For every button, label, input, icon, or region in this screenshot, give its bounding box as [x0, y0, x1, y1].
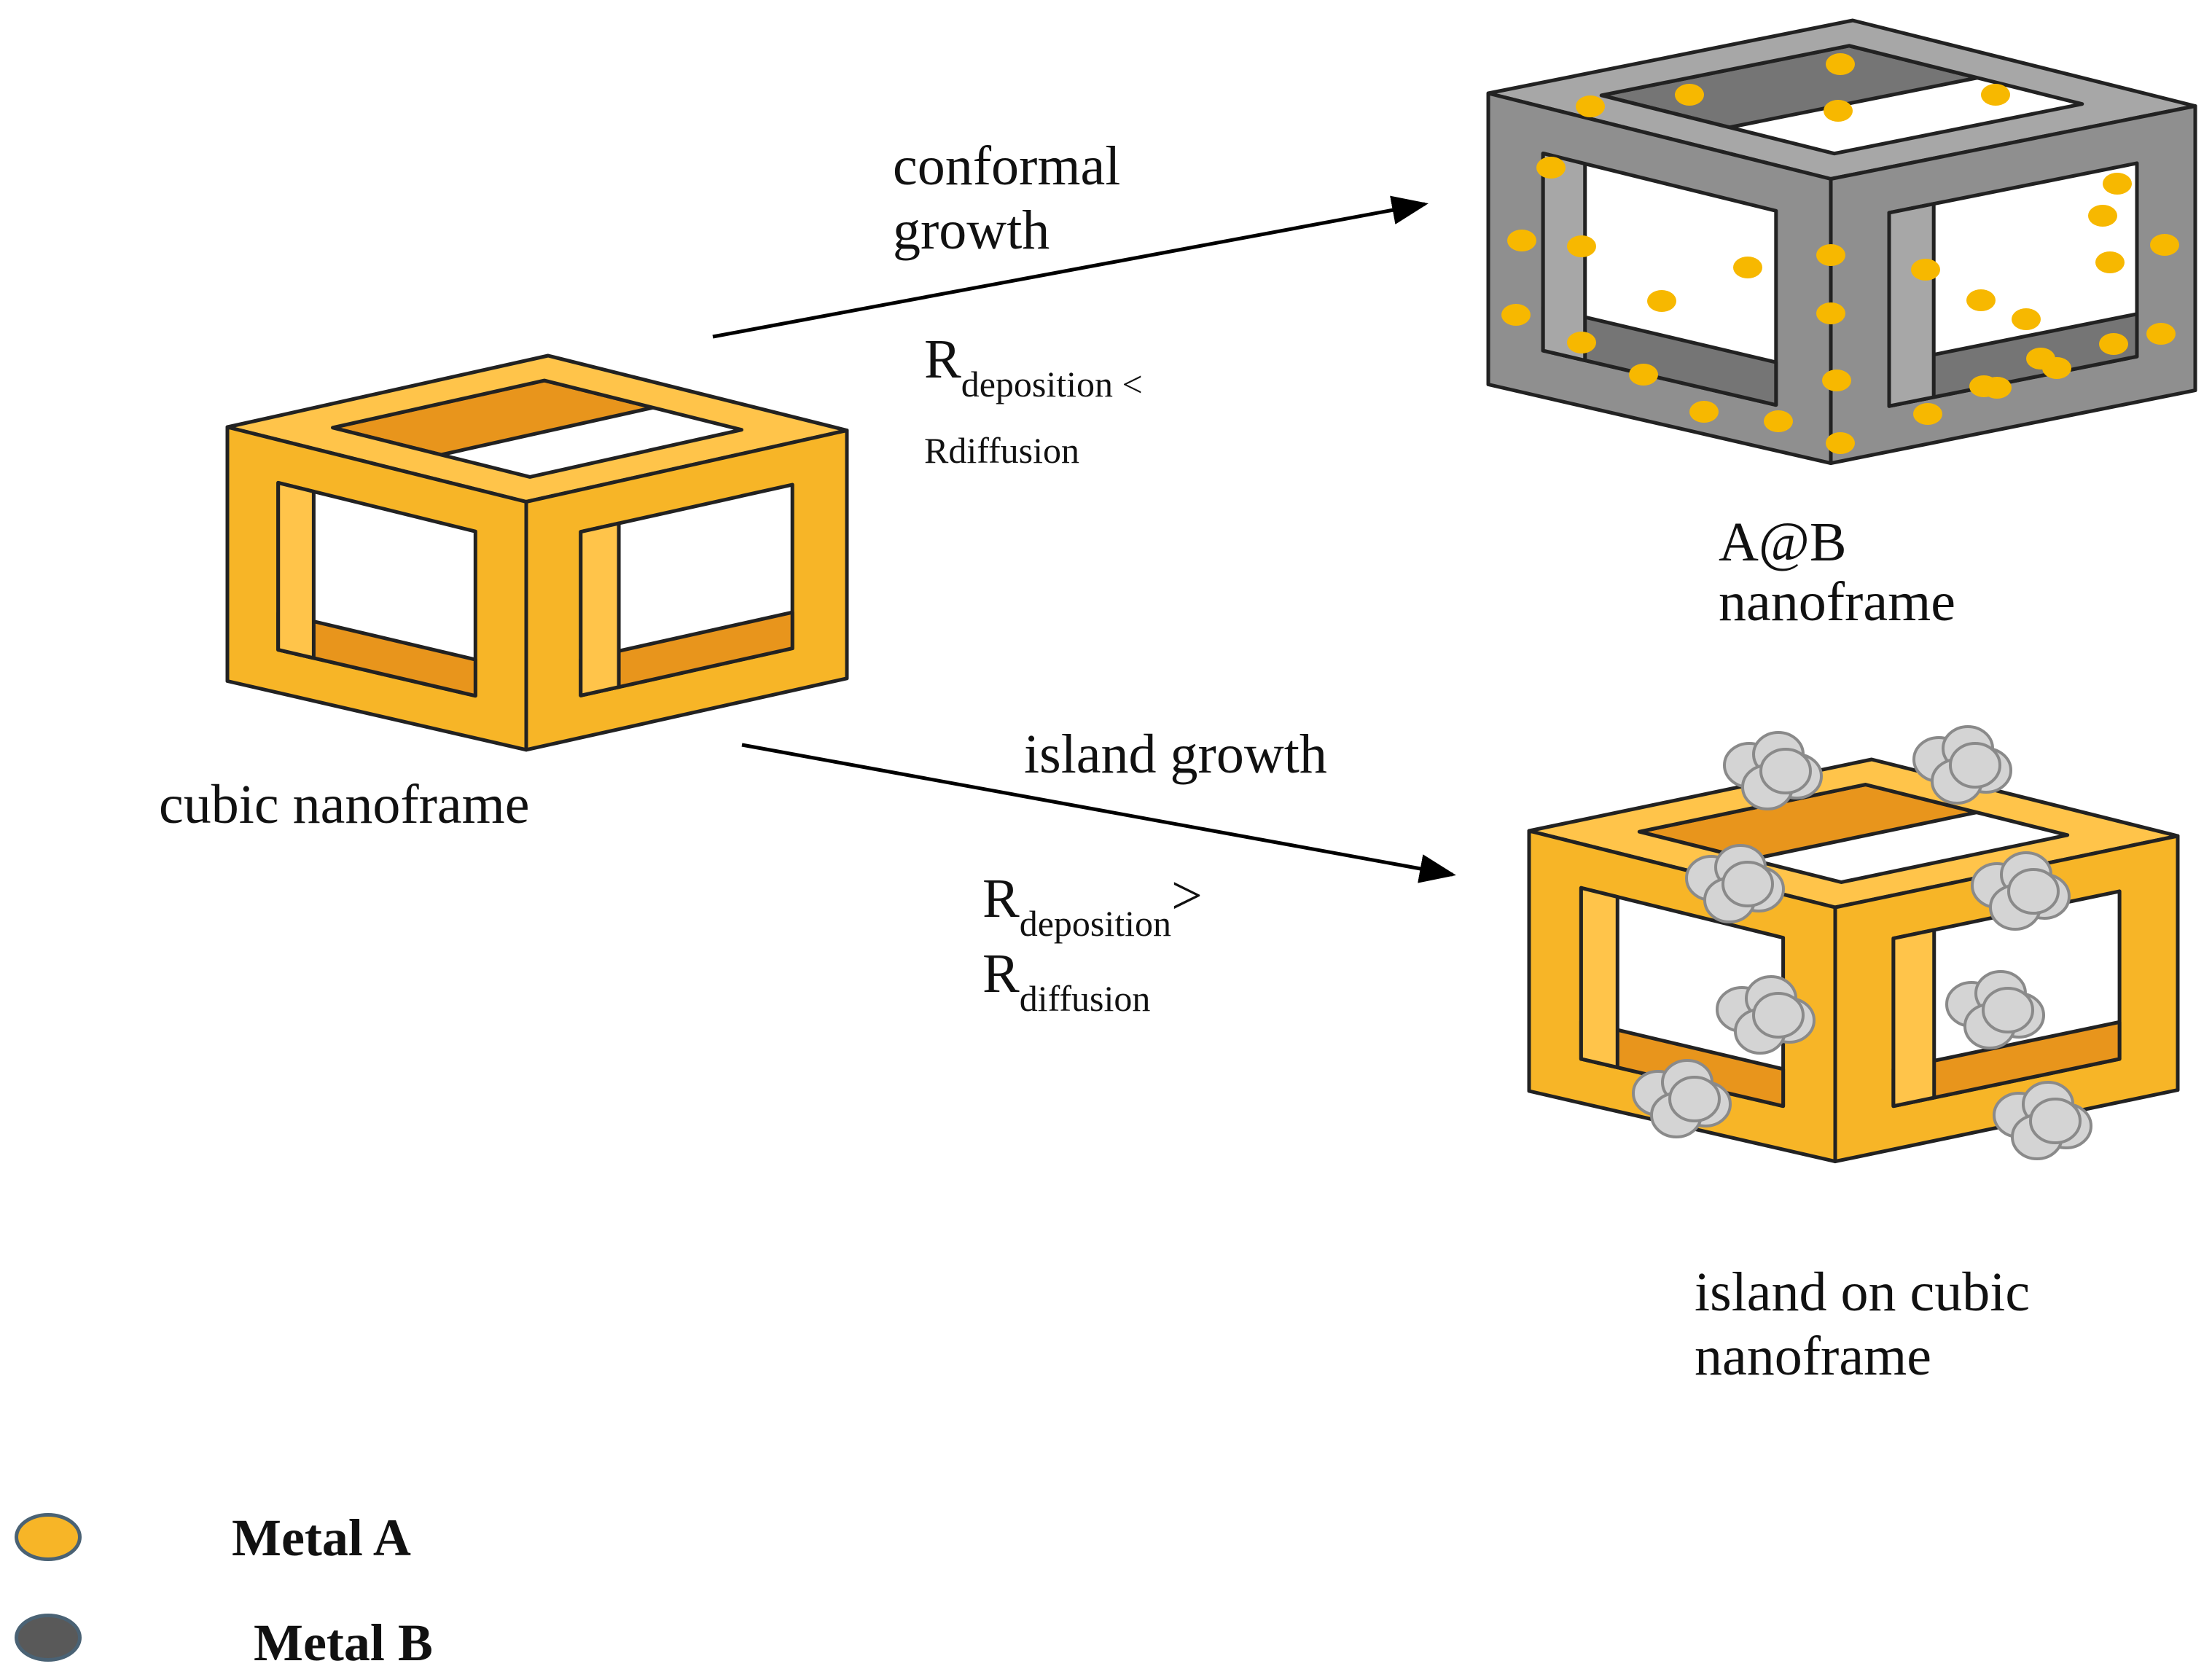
metal-b-island-particle: [2007, 868, 2060, 915]
metal-a-dot: [1567, 332, 1596, 353]
metal-b-island-particle: [2029, 1098, 2082, 1144]
conformal-growth-arrow: [712, 195, 1429, 339]
island-nanoframe-label-line2: nanoframe: [1695, 1326, 1931, 1387]
cubic-nanoframe-cube: [225, 353, 849, 752]
island-nanoframe-cube: [1527, 757, 2180, 1164]
metal-a-dot: [1536, 157, 1566, 179]
metal-a-dot: [1913, 403, 1942, 425]
metal-a-dot: [2099, 333, 2128, 355]
inner-post-bar: [579, 521, 621, 697]
metal-a-dot: [1501, 304, 1531, 326]
metal-b-islands: [1632, 725, 2092, 1160]
metal-a-dot: [1816, 244, 1845, 266]
metal-a-dot: [1675, 84, 1704, 106]
metal-b-island-particle: [1752, 992, 1805, 1039]
metal-a-dot: [1689, 401, 1719, 423]
rate-r-symbol: R: [982, 943, 1020, 1004]
ab-nanoframe-label-line1: A@B: [1719, 512, 1847, 573]
legend-metal-b-label: Metal B: [254, 1614, 433, 1672]
metal-a-dot: [1966, 289, 1996, 311]
island-nanoframe-label-line1: island on cubic: [1695, 1262, 2031, 1323]
cubic-nanoframe-label: cubic nanoframe: [159, 774, 530, 835]
rate-diffusion-conformal: Rdiffusion: [924, 430, 1079, 471]
metal-a-dot: [1576, 95, 1605, 117]
metal-a-dot: [1911, 259, 1940, 281]
metal-a-dot: [2012, 308, 2041, 330]
ab-nanoframe-label-line2: nanoframe: [1719, 571, 1955, 633]
rate-deposition-subscript: deposition: [1019, 903, 1172, 944]
rate-condition-island-1: Rdeposition>: [982, 868, 1203, 942]
legend-metal-b-swatch: [15, 1614, 82, 1662]
rate-condition-island-2: Rdiffusion: [982, 943, 1150, 1017]
metal-a-dot: [1567, 235, 1596, 257]
metal-b-island-particle: [1721, 861, 1774, 907]
legend-metal-a-label: Metal A: [232, 1509, 411, 1567]
metal-a-dot: [1822, 370, 1851, 391]
metal-b-island-particle: [1759, 748, 1812, 794]
metal-a-dot: [2103, 173, 2132, 195]
metal-a-deposits: [1501, 53, 2179, 454]
metal-b-island-particle: [1668, 1076, 1721, 1122]
island-growth-arrow: [741, 743, 1456, 883]
metal-b-island-particle: [1949, 742, 2001, 789]
metal-a-dot: [2088, 205, 2117, 227]
metal-a-dot: [1824, 100, 1853, 122]
inner-post-bar: [1541, 151, 1587, 363]
metal-a-dot: [1629, 364, 1658, 386]
rate-r-symbol: R: [924, 329, 961, 390]
rate-r-symbol: R: [982, 868, 1020, 929]
ab-nanoframe-cube: [1486, 18, 2197, 466]
metal-a-dot: [2095, 251, 2125, 273]
metal-a-dot: [1981, 84, 2010, 106]
metal-a-dot: [1816, 302, 1845, 324]
metal-b-island-particle: [1982, 987, 2034, 1033]
legend-metal-a-swatch: [15, 1513, 82, 1561]
inner-post-bar: [1891, 928, 1937, 1109]
metal-a-dot: [1764, 410, 1793, 432]
metal-a-dot: [1969, 375, 1998, 397]
inner-post-bar: [276, 480, 316, 660]
metal-a-dot: [1826, 53, 1855, 75]
inner-post-bar: [1887, 202, 1936, 408]
metal-a-dot: [1507, 230, 1536, 251]
conformal-growth-label-line2: growth: [893, 200, 1050, 261]
inner-post-bar: [1579, 886, 1619, 1070]
metal-a-dot: [1826, 432, 1855, 454]
metal-a-dot: [1733, 257, 1762, 278]
metal-a-dot: [2042, 357, 2071, 379]
rate-deposition-subscript: deposition <: [961, 364, 1143, 404]
island-growth-label: island growth: [1024, 724, 1327, 785]
metal-a-dot: [2146, 323, 2176, 345]
rate-diffusion-subscript: diffusion: [1019, 978, 1151, 1019]
rate-greater-than: >: [1171, 865, 1203, 926]
conformal-growth-label-line1: conformal: [893, 136, 1121, 197]
metal-a-dot: [2150, 234, 2179, 256]
metal-a-dot: [1647, 290, 1676, 312]
rate-condition-conformal: Rdeposition <: [924, 329, 1143, 402]
